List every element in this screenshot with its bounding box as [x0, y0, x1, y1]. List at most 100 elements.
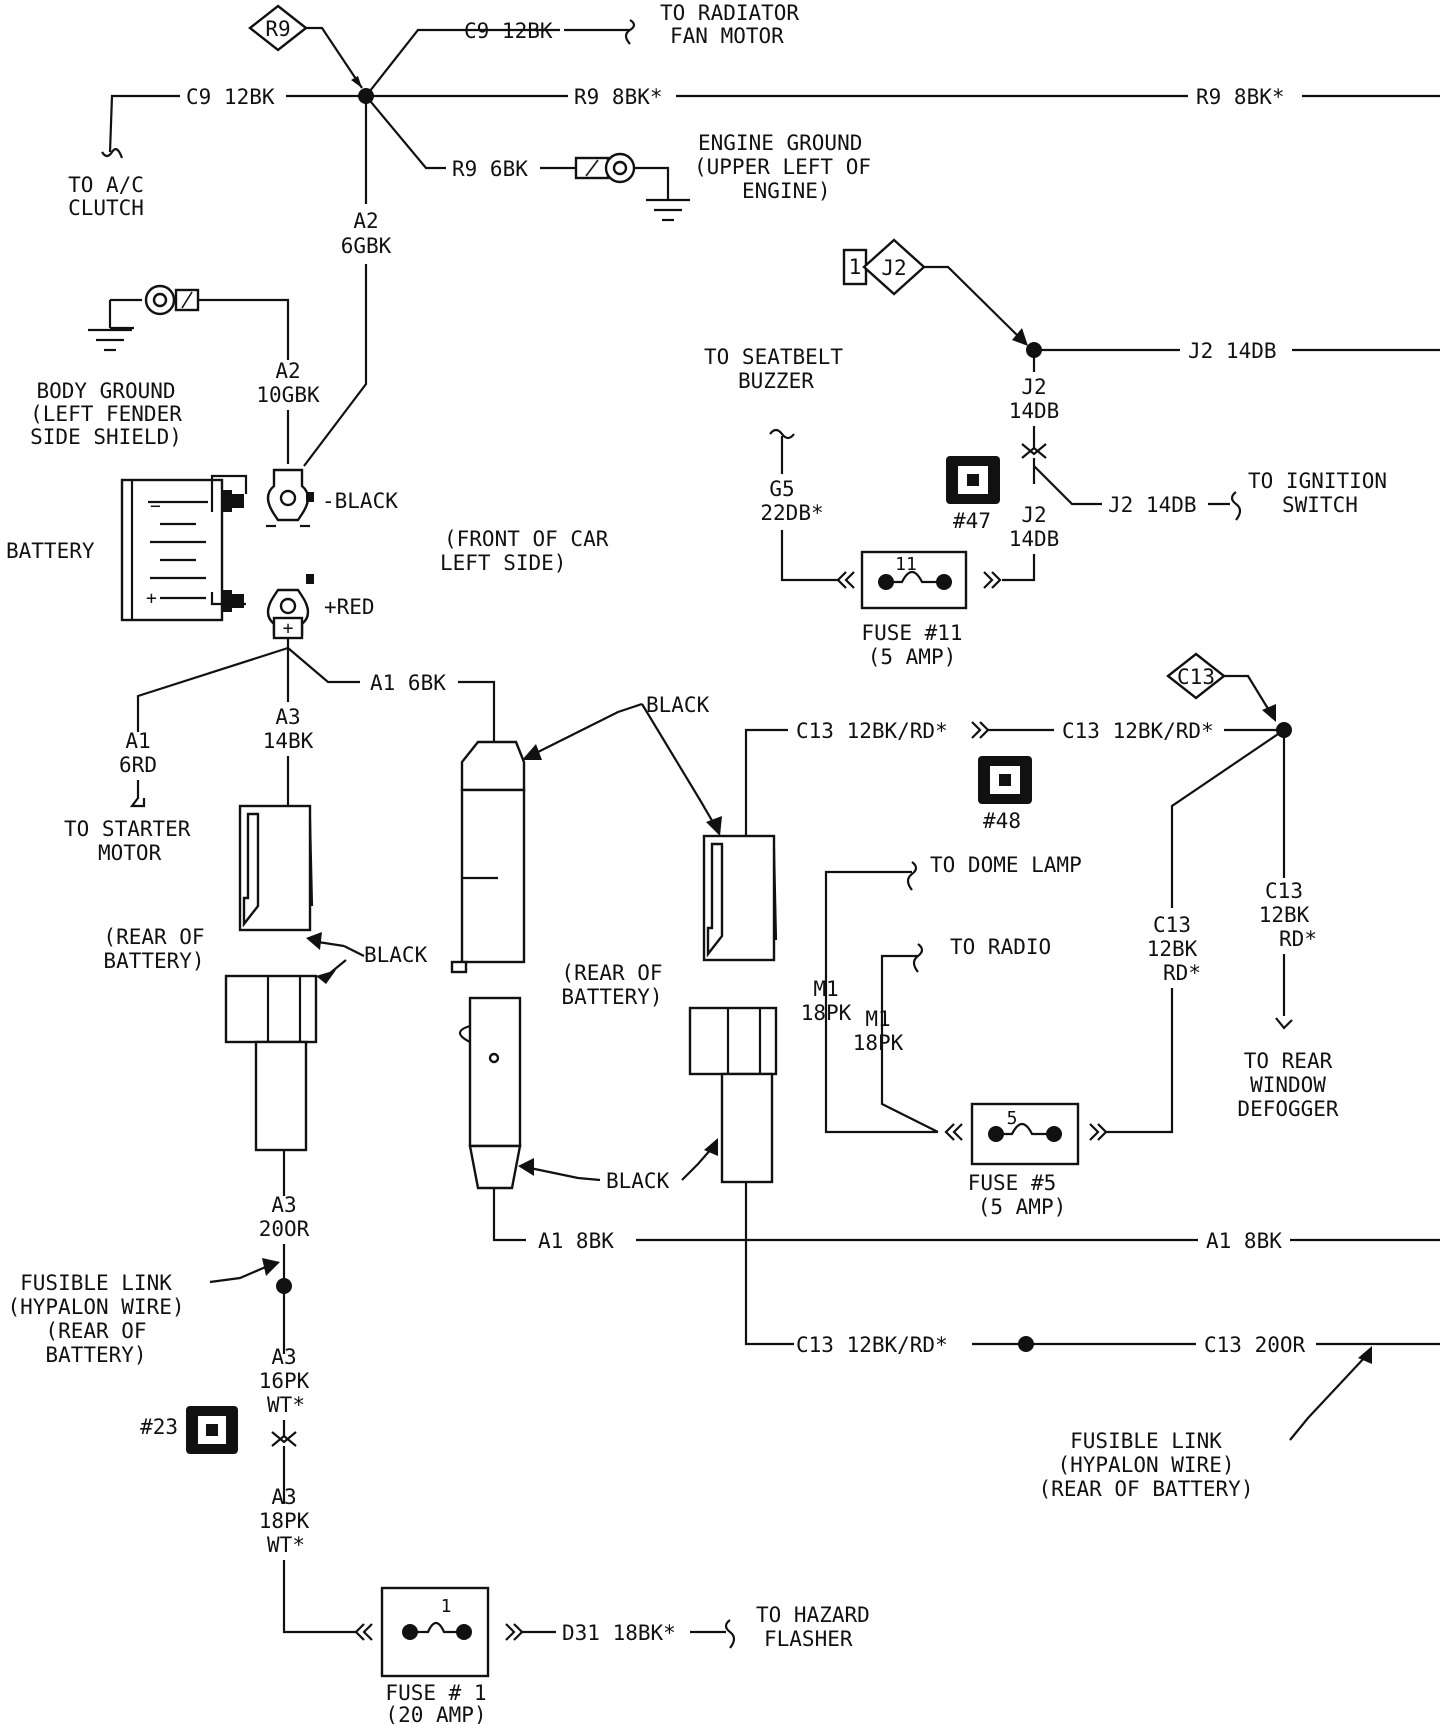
c13-bottom-wire	[744, 1182, 794, 1346]
svg-text:18PK: 18PK	[801, 1001, 852, 1025]
svg-text:14BK: 14BK	[263, 729, 314, 753]
j2-splice-tag	[862, 238, 926, 296]
fuse-11-number: 11	[895, 554, 917, 575]
connector-48-label: #48	[983, 809, 1021, 833]
svg-text:WT*: WT*	[267, 1393, 305, 1417]
svg-text:BATTERY): BATTERY)	[561, 985, 662, 1009]
m1-radio-wire	[880, 954, 939, 1133]
svg-text:6GBK: 6GBK	[341, 234, 392, 258]
c13-connector-group: C13 12BK/RD* C13 12BK/RD* C13 #48 C13 12…	[688, 652, 1440, 1501]
svg-text:22DB*: 22DB*	[760, 501, 823, 525]
svg-text:CLUTCH: CLUTCH	[68, 196, 144, 220]
svg-text:(REAR OF BATTERY): (REAR OF BATTERY)	[1039, 1477, 1254, 1501]
to-ac-label: TO A/C	[68, 173, 144, 197]
battery-group: A2 10GBK BODY GROUND (LEFT FENDER SIDE S…	[6, 284, 609, 865]
fusible-link-right-label: FUSIBLE LINK	[1070, 1429, 1222, 1453]
g5-label: G5	[769, 477, 794, 501]
c13-rt-label: C13	[1265, 879, 1303, 903]
connector-47-label: #47	[953, 509, 991, 533]
d31-label: D31 18BK*	[562, 1621, 676, 1645]
svg-text:FLASHER: FLASHER	[764, 1627, 853, 1651]
fuse-1-box	[380, 1586, 490, 1678]
j2-group: 1 J2 J2 14DB J2 14DB J2 14DB TO IGNITION…	[704, 238, 1440, 669]
c13-20or-label: C13 20OR	[1204, 1333, 1306, 1357]
to-dome-lamp-label: TO DOME LAMP	[930, 853, 1082, 877]
j2-14db-right-label: J2 14DB	[1188, 339, 1277, 363]
svg-text:BATTERY): BATTERY)	[103, 949, 204, 973]
svg-text:BUZZER: BUZZER	[738, 369, 814, 393]
fuse-5-box	[970, 1102, 1080, 1166]
c13-bottom-label: C13 12BK/RD*	[796, 1333, 948, 1357]
to-radio-label: TO RADIO	[950, 935, 1051, 959]
c13-tag-label: C13	[1177, 665, 1215, 689]
svg-text:14DB: 14DB	[1009, 527, 1060, 551]
svg-text:20OR: 20OR	[259, 1217, 310, 1241]
a1-8bk-wire	[492, 1188, 526, 1242]
svg-text:6RD: 6RD	[119, 753, 157, 777]
c13-mid-wire	[1170, 729, 1285, 908]
a1-6bk-wire	[287, 647, 360, 684]
svg-text:16PK: 16PK	[259, 1369, 310, 1393]
svg-text:−: −	[150, 496, 161, 517]
a1-8bk-left-label: A1 8BK	[538, 1229, 614, 1253]
black-left-label: BLACK	[364, 943, 428, 967]
c13-connector-male	[688, 1006, 778, 1076]
fuse-11-icon	[886, 570, 944, 584]
c13-splice-tag	[1166, 652, 1226, 700]
rear-battery-center-label: (REAR OF	[561, 961, 662, 985]
a3-connector-male	[224, 974, 318, 1044]
r9-splice-group: R9 C9 12BK TO RADIATOR FAN MOTOR C9 12BK…	[68, 1, 1440, 467]
svg-text:ENGINE): ENGINE)	[742, 179, 831, 203]
fusible-link-left-label: FUSIBLE LINK	[20, 1271, 172, 1295]
c9-ac-label: C9 12BK	[186, 85, 275, 109]
a1-connector-male	[468, 996, 522, 1148]
r9-splice-tag	[248, 4, 308, 52]
svg-text:(HYPALON WIRE): (HYPALON WIRE)	[7, 1295, 184, 1319]
connector-23-pin-male	[271, 1434, 297, 1447]
a3-16pk-label: A3	[271, 1345, 296, 1369]
svg-text:DEFOGGER: DEFOGGER	[1237, 1097, 1339, 1121]
engine-ground-lead	[634, 166, 670, 200]
svg-text:(5 AMP): (5 AMP)	[868, 645, 957, 669]
to-radiator-label: TO RADIATOR	[660, 1, 799, 25]
fuse-5-number: 5	[1007, 1108, 1018, 1129]
positive-terminal-clamp: +	[266, 574, 314, 640]
svg-text:LEFT SIDE): LEFT SIDE)	[440, 551, 566, 575]
svg-text:12BK: 12BK	[1147, 937, 1198, 961]
positive-red-label: +RED	[324, 595, 375, 619]
svg-text:(20 AMP): (20 AMP)	[385, 1703, 486, 1724]
to-rear-defogger-label: TO REAR	[1244, 1049, 1333, 1073]
svg-text:RD*: RD*	[1163, 961, 1201, 985]
a1-6rd-wire	[136, 646, 289, 732]
svg-text:18PK: 18PK	[853, 1031, 904, 1055]
m1-dome-wire	[824, 870, 938, 1134]
to-starter-label: TO STARTER	[64, 817, 191, 841]
engine-ground-label: ENGINE GROUND	[698, 131, 862, 155]
fuse-5-label: FUSE #5	[968, 1171, 1057, 1195]
c9-fan-wire	[365, 28, 560, 97]
to-ignition-label: TO IGNITION	[1248, 469, 1387, 493]
j2-ign-label: J2 14DB	[1108, 493, 1197, 517]
a1-connector-female	[460, 788, 526, 964]
j2-14db-b-label: J2	[1021, 503, 1046, 527]
r9-6bk-wire	[365, 95, 446, 170]
svg-text:BATTERY): BATTERY)	[45, 1343, 146, 1367]
c13-rd-right-label: C13 12BK/RD*	[1062, 719, 1214, 743]
a3-18pk-label: A3	[271, 1485, 296, 1509]
j2-14db-a-label: J2	[1021, 375, 1046, 399]
to-seatbelt-label: TO SEATBELT	[704, 345, 843, 369]
svg-text:WT*: WT*	[267, 1533, 305, 1557]
r9-6bk-label: R9 6BK	[452, 157, 528, 181]
g5-wire	[780, 530, 838, 582]
negative-terminal-clamp	[266, 468, 314, 528]
a1-6bk-label: A1 6BK	[370, 671, 446, 695]
svg-text:(REAR OF: (REAR OF	[45, 1319, 146, 1343]
connector-23-label: #23	[140, 1415, 178, 1439]
fusible-link-right-splice	[1018, 1336, 1034, 1352]
battery-label: BATTERY	[6, 539, 95, 563]
c13-rd-left-label: C13 12BK/RD*	[796, 719, 948, 743]
a1-connector-top-cap	[460, 740, 526, 792]
a2-10gbk-label: A2	[275, 359, 300, 383]
a2-6gbk-label: A2	[353, 209, 378, 233]
